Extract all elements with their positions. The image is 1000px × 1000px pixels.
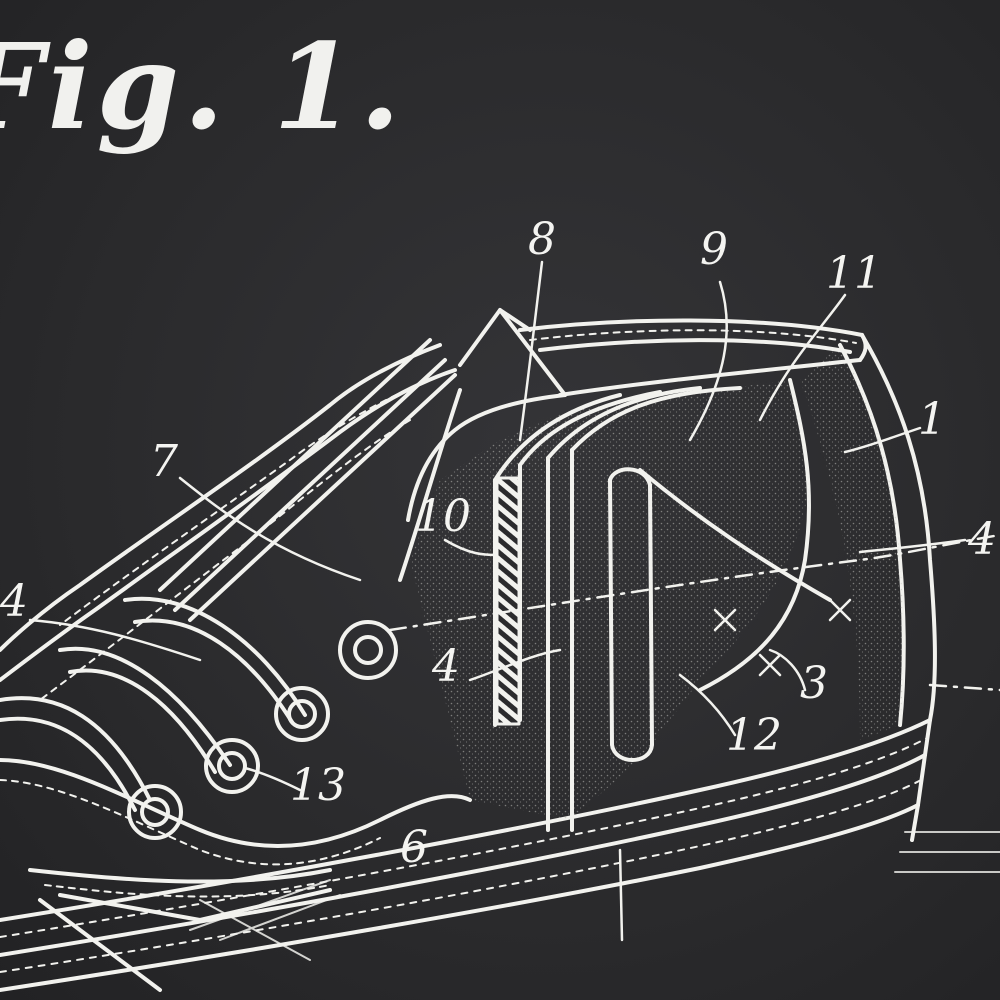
callout-8: 8 xyxy=(528,214,556,265)
toe-crosshatch xyxy=(189,879,341,961)
collar-stitch xyxy=(529,329,857,344)
callout-3: 3 xyxy=(800,658,828,709)
callout-12: 12 xyxy=(726,710,782,761)
callout-7: 7 xyxy=(150,436,178,487)
section-line xyxy=(388,533,1000,692)
callout-4-left: 4 xyxy=(0,576,28,627)
heel-stipple xyxy=(800,345,904,740)
callout-4-center: 4 xyxy=(432,641,460,692)
figure-title: Fig. 1. xyxy=(0,17,405,156)
cross-marks xyxy=(713,598,852,677)
vamp xyxy=(0,758,472,992)
callout-13: 13 xyxy=(290,760,346,811)
callout-11: 11 xyxy=(826,248,882,299)
inner-counter-11 xyxy=(638,378,832,692)
leader-lines xyxy=(28,260,967,942)
sole-stitching xyxy=(0,737,928,973)
ground-lines xyxy=(894,831,1000,873)
vamp-stitching xyxy=(0,779,381,898)
callout-1: 1 xyxy=(918,394,946,445)
eyelets xyxy=(127,620,398,840)
outsole xyxy=(0,718,932,992)
laces xyxy=(0,338,457,812)
padding-tube-12 xyxy=(608,467,654,762)
eyestay-stitching xyxy=(39,379,431,701)
hatched-layer-10 xyxy=(495,476,521,726)
callout-4-right: 4 xyxy=(968,514,996,565)
tongue xyxy=(458,308,567,397)
callout-9: 9 xyxy=(700,224,728,275)
callout-10: 10 xyxy=(415,491,471,542)
callout-6: 6 xyxy=(400,822,428,873)
